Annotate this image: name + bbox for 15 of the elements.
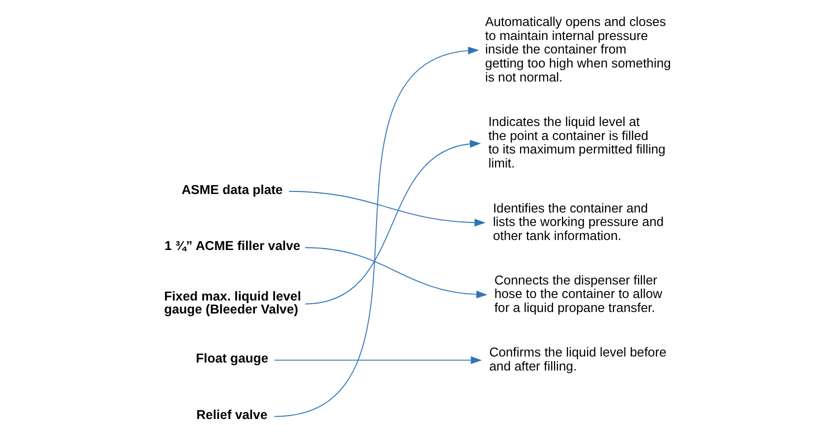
arrow bbox=[304, 247, 487, 298]
node-text: Confirms the liquid level before and after filling. bbox=[488, 344, 666, 374]
node-text: Automatically opens and closes to maintain internal pressure inside the container from getting too high when something is not normal. bbox=[484, 14, 670, 84]
node-text: Fixed max. liquid level gauge (Bleeder Valve) bbox=[164, 288, 301, 316]
node-text: Relief valve bbox=[196, 406, 267, 422]
arrow bbox=[273, 46, 479, 417]
arrow bbox=[304, 140, 480, 304]
node-text: Connects the dispenser filler hose to the container to allow for a liquid propane transfer. bbox=[494, 272, 662, 315]
arrow bbox=[273, 356, 482, 364]
node-text: Indicates the liquid level at the point a container is filled to its maximum permitted filling limit. bbox=[488, 114, 665, 171]
node-text: ASME data plate bbox=[181, 182, 282, 197]
arrow bbox=[288, 190, 486, 226]
node-text: Float gauge bbox=[195, 350, 268, 366]
node-text: Identifies the container and lists the working pressure and other tank information. bbox=[492, 200, 664, 243]
node-text: 1 ¾” ACME filler valve bbox=[164, 238, 300, 254]
